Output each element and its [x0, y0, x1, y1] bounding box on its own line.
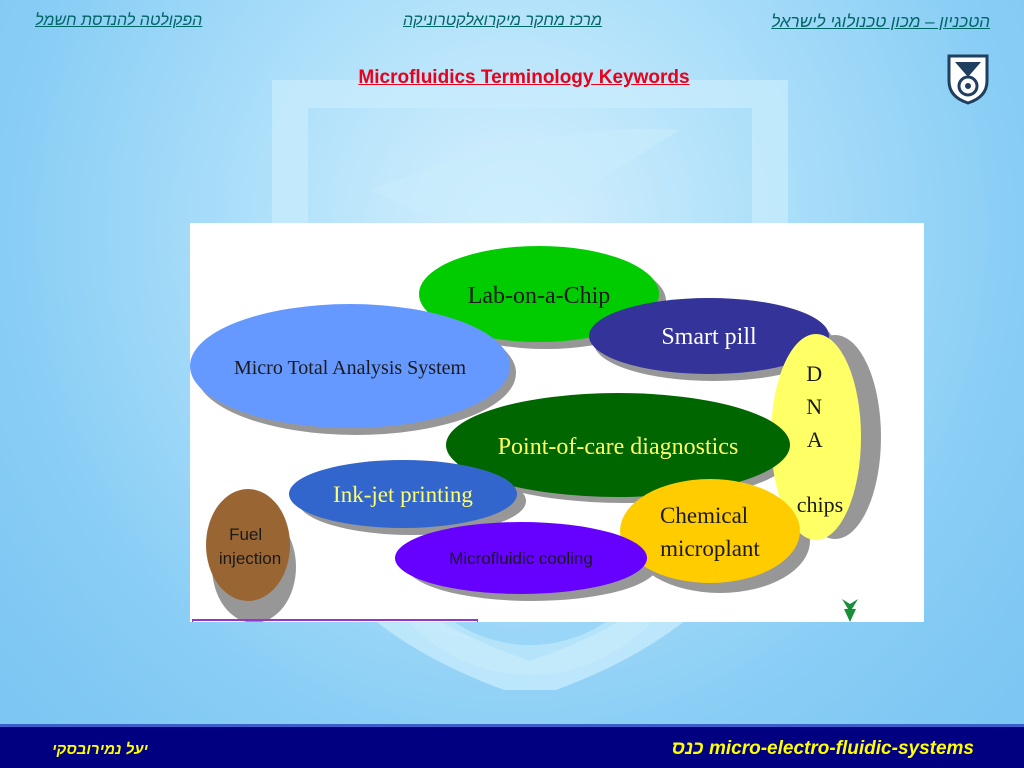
svg-text:Micro Total Analysis System: Micro Total Analysis System — [234, 357, 467, 379]
svg-text:Point-of-care diagnostics: Point-of-care diagnostics — [498, 434, 739, 460]
bubble-ink-jet-printing: Ink-jet printing — [289, 460, 517, 528]
bubble-smart-pill: Smart pill — [589, 298, 829, 374]
bubble-dna-chips: D N A chips — [771, 334, 861, 540]
bubble-micro-total-analysis-system: Micro Total Analysis System — [190, 304, 510, 428]
footer-course-title: micro-electro-fluidic-systems כנס — [671, 738, 974, 759]
svg-text:Lab-on-a-Chip: Lab-on-a-Chip — [468, 283, 611, 309]
svg-text:Fuel injection: Fuel injection — [219, 525, 281, 568]
header-link-technion[interactable]: הטכניון – מכון טכנולוגי לישראל — [771, 12, 990, 31]
diagram-frame-line — [192, 619, 478, 622]
keywords-diagram: Lab-on-a-Chip Smart pill D N A chips Mic… — [190, 223, 924, 622]
bubble-microfluidic-cooling: Microfluidic cooling — [395, 522, 647, 594]
svg-text:Microfluidic cooling: Microfluidic cooling — [449, 549, 593, 568]
svg-text:D N A: D N A chips — [797, 361, 843, 517]
header-link-faculty-ee[interactable]: הפקולטה להנדסת חשמל — [35, 12, 203, 29]
footer-bar: יעל נמירובסקי micro-electro-fluidic-syst… — [0, 724, 1024, 768]
bubble-lab-on-a-chip: Lab-on-a-Chip — [419, 246, 659, 342]
tree-icon — [842, 599, 858, 622]
svg-text:Chemical microplant: Chemical microplant — [660, 503, 760, 561]
bubble-chemical-microplant: Chemical microplant — [620, 479, 800, 583]
technion-logo — [947, 54, 989, 105]
svg-text:Ink-jet printing: Ink-jet printing — [333, 482, 473, 507]
svg-text:Smart pill: Smart pill — [661, 324, 757, 350]
bubble-fuel-injection: Fuel injection — [206, 489, 290, 601]
page-title: Microfluidics Terminology Keywords — [358, 67, 690, 88]
bubble-point-of-care-diagnostics: Point-of-care diagnostics — [446, 393, 790, 497]
footer-author: יעל נמירובסקי — [52, 741, 149, 758]
header-link-microelectronics-center[interactable]: מרכז מחקר מיקרואלקטרוניקה — [403, 12, 602, 29]
